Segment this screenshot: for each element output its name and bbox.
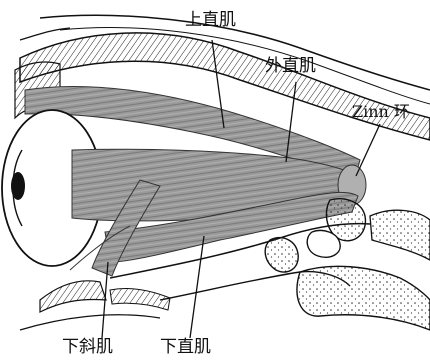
label-superior-rectus: 上直肌	[185, 12, 236, 29]
label-annulus-of-zinn: Zinn 环	[352, 104, 410, 120]
label-inferior-rectus: 下直肌	[160, 339, 211, 356]
label-inferior-oblique: 下斜肌	[62, 339, 113, 356]
leader-inferior-rectus	[190, 236, 204, 338]
leader-annulus-of-zinn	[356, 124, 380, 176]
label-lateral-rectus: 外直肌	[265, 58, 316, 75]
